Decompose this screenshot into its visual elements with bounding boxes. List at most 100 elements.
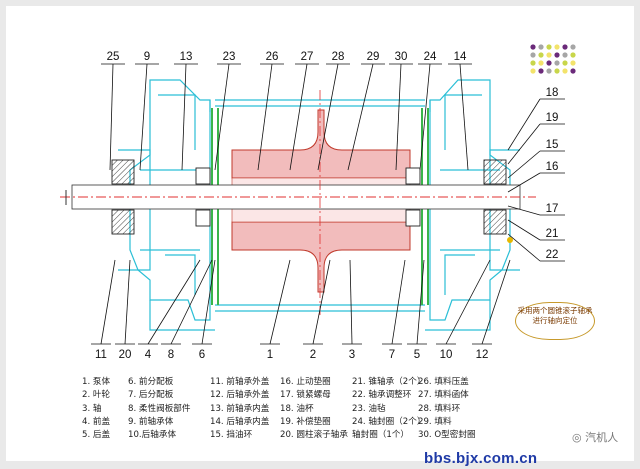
callout-17: 17 (546, 203, 559, 215)
color-dot (562, 52, 568, 58)
callout-30: 30 (395, 51, 408, 63)
callout-13: 13 (180, 51, 193, 63)
leader-line (459, 63, 469, 171)
callout-5: 5 (414, 349, 420, 361)
legend-item: 13. 前轴承内盖 (210, 403, 270, 414)
color-dot (546, 68, 552, 74)
callout-29: 29 (367, 51, 380, 63)
callout-15: 15 (546, 139, 559, 151)
shaft (60, 90, 536, 315)
callout-6: 6 (199, 349, 205, 361)
color-dot (530, 60, 536, 66)
legend-item: 21. 锥轴承（2个） (352, 377, 426, 387)
oil-cup-marker (507, 237, 513, 243)
legend-item: 7. 后分配板 (128, 390, 174, 401)
legend-item: 3. 轴 (82, 403, 102, 414)
color-dot (554, 44, 560, 50)
callout-25: 25 (107, 51, 120, 63)
legend-item: 18. 油杯 (280, 403, 314, 414)
leader-line (395, 63, 402, 171)
color-dot (530, 52, 536, 58)
bearings (111, 159, 507, 235)
leader-line (257, 63, 273, 171)
color-dot (530, 68, 536, 74)
color-dot (538, 52, 544, 58)
color-dot (562, 44, 568, 50)
legend-item: 30. O型密封圈 (418, 430, 476, 441)
leader-line (445, 259, 491, 345)
legend-item: 16. 止动垫圈 (280, 377, 331, 387)
legend-item: 27. 填料函体 (418, 390, 469, 401)
leader-line (416, 259, 425, 345)
leader-line (124, 259, 131, 345)
leader-line (481, 259, 511, 345)
brand-text: 汽机人 (585, 431, 619, 444)
annotation-bubble: 采用两个圆锥滚子轴承进行轴向定位 (515, 302, 595, 340)
legend-item: 24. 轴封圈（2个） (352, 416, 426, 427)
callout-16: 16 (546, 161, 559, 173)
leader-line (147, 259, 201, 345)
legend-item: 14. 后轴承内盖 (210, 416, 270, 427)
color-dot (538, 68, 544, 74)
color-dot (538, 44, 544, 50)
leader-line (100, 259, 116, 345)
legend-item: 2. 叶轮 (82, 390, 111, 401)
watermark: bbs.bjx.com.cn (424, 450, 538, 467)
leader-line (507, 219, 541, 241)
color-dot (570, 44, 576, 50)
color-dot-grid (530, 44, 576, 74)
leader-line (347, 63, 374, 171)
callout-3: 3 (349, 349, 355, 361)
leader-line (201, 259, 216, 345)
callout-19: 19 (546, 112, 559, 124)
leader-line (269, 259, 291, 345)
callout-28: 28 (332, 51, 345, 63)
callout-22: 22 (546, 249, 559, 261)
legend-item: 19. 补偿垫圈 (280, 416, 331, 427)
brand-label: ◎ 汽机人 (572, 431, 619, 444)
callout-24: 24 (424, 51, 437, 63)
callout-10: 10 (440, 349, 453, 361)
leader-line (317, 63, 339, 171)
color-dot (546, 52, 552, 58)
legend-item: 20. 圆柱滚子轴承 (280, 430, 348, 441)
legend-item: 5. 后盖 (82, 430, 111, 441)
leader-line (181, 63, 187, 171)
legend-item: 17. 锁紧螺母 (280, 390, 331, 401)
callout-26: 26 (266, 51, 279, 63)
callout-1: 1 (267, 349, 273, 361)
color-dot (554, 52, 560, 58)
legend-item: 22. 轴承调整环 (352, 390, 412, 401)
legend-item: 26. 填料压盖 (418, 377, 469, 387)
callout-11: 11 (95, 349, 107, 361)
leader-line (507, 172, 541, 193)
callout-9: 9 (144, 51, 150, 63)
legend-item: 11. 前轴承外盖 (210, 377, 270, 387)
leader-line (289, 63, 308, 171)
callout-12: 12 (476, 349, 489, 361)
legend-item: 23. 油毡 (352, 403, 386, 414)
callout-7: 7 (389, 349, 395, 361)
legend-item: 9. 前轴承体 (128, 416, 174, 427)
color-dot (554, 68, 560, 74)
leader-line (507, 123, 541, 165)
legend-item: 15. 挡油环 (210, 430, 253, 441)
leader-line (391, 259, 406, 345)
callout-2: 2 (310, 349, 316, 361)
callout-21: 21 (546, 228, 559, 240)
callout-4: 4 (145, 349, 152, 361)
callout-20: 20 (119, 349, 132, 361)
legend-item: 1. 泵体 (82, 377, 111, 387)
legend-item: 29. 填料 (418, 416, 452, 427)
color-dot (562, 68, 568, 74)
callout-8: 8 (168, 349, 174, 361)
color-dot (546, 44, 552, 50)
callout-27: 27 (301, 51, 314, 63)
callout-23: 23 (223, 51, 236, 63)
leader-line (507, 205, 541, 216)
legend-item: 12. 后轴承外盖 (210, 390, 270, 401)
leader-line (349, 259, 353, 345)
legend-item: 28. 填料环 (418, 403, 461, 414)
